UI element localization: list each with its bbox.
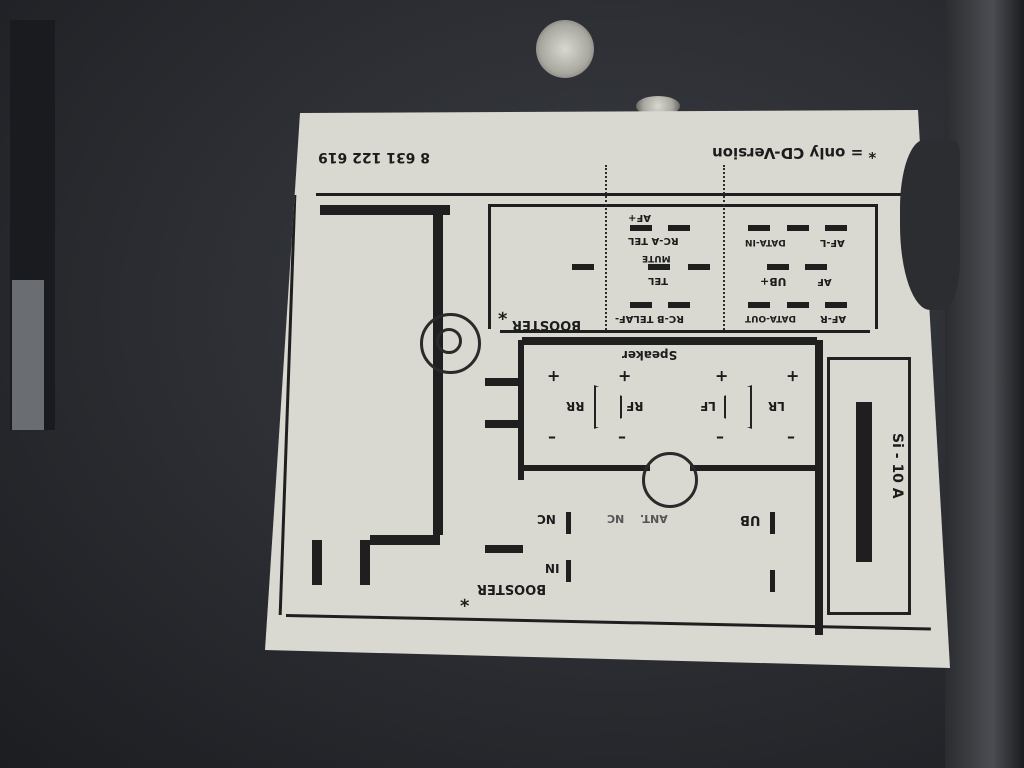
part-number: 8 631 122 619 <box>318 149 431 165</box>
screw-ring <box>420 313 481 374</box>
plus-sign: + <box>547 367 561 386</box>
pin <box>787 225 809 231</box>
nc-label: NC <box>607 512 625 525</box>
left-block-leg <box>312 540 322 585</box>
speaker-mid-border <box>520 465 650 471</box>
torn-corner <box>900 140 960 310</box>
power-pin <box>770 512 775 534</box>
speaker-lf: LF <box>700 399 716 413</box>
asterisk: * <box>460 589 470 610</box>
asterisk: * <box>498 302 508 323</box>
pin <box>825 302 847 308</box>
nc-label: NC <box>537 512 556 526</box>
pin <box>748 302 770 308</box>
tel-label: TEL <box>648 275 669 286</box>
data-out-label: DATA-OUT <box>745 313 796 323</box>
frame-bottom <box>285 614 931 631</box>
right-bracket <box>945 0 1024 768</box>
ub-label: UB <box>740 512 761 527</box>
minus-sign: – <box>716 429 724 448</box>
speaker-icon <box>724 385 752 429</box>
pin <box>668 225 690 231</box>
pin <box>688 264 710 270</box>
side-tab <box>485 378 523 386</box>
pin <box>630 225 652 231</box>
fuse-label: Si - 10 A <box>889 433 905 499</box>
data-in-label: DATA-IN <box>745 237 786 247</box>
left-bracket-highlight <box>12 280 44 430</box>
connector-top-border <box>488 204 878 207</box>
power-pin <box>770 570 775 592</box>
pin <box>748 225 770 231</box>
speaker-rf: RF <box>626 399 644 413</box>
cd-version-note: * = only CD-Version <box>712 144 877 162</box>
side-tab <box>485 545 523 553</box>
connector-right-border <box>875 204 878 329</box>
in-label: IN <box>545 561 560 575</box>
plus-sign: + <box>786 367 800 386</box>
plus-sign: + <box>618 367 632 386</box>
af-r-label: AF-R <box>820 313 847 324</box>
pin <box>787 302 809 308</box>
speaker-rr: RR <box>566 399 585 413</box>
plus-sign: + <box>715 367 729 386</box>
speaker-right-border <box>815 340 823 635</box>
pin <box>825 225 847 231</box>
divider-dotted <box>723 165 725 330</box>
mounting-hole <box>636 96 680 116</box>
minus-sign: – <box>618 429 626 448</box>
mute-label: MUTE <box>642 253 671 263</box>
left-block-top <box>320 205 450 215</box>
pin <box>805 264 827 270</box>
speaker-icon <box>594 385 622 429</box>
side-tab <box>485 420 523 428</box>
divider-dotted <box>605 165 607 330</box>
booster-label: BOOSTER <box>512 317 582 332</box>
screw-ring-inner <box>436 328 462 354</box>
speaker-top-border <box>522 337 817 345</box>
rcb-telaf-label: RC-B TELAF- <box>615 313 684 324</box>
pin <box>630 302 652 308</box>
speaker-mid-border <box>690 465 815 471</box>
speaker-lr: LR <box>768 399 785 413</box>
fuse-box <box>827 357 911 615</box>
left-block-bottom <box>370 535 440 545</box>
power-pin <box>566 560 571 582</box>
pin <box>648 264 670 270</box>
ant-label: ANT. <box>640 512 668 525</box>
af-plus-label: AF+ <box>628 212 651 223</box>
speaker-title: Speaker <box>622 348 678 362</box>
screw-ring <box>642 452 698 508</box>
pin <box>668 302 690 308</box>
connector-bottom-border <box>500 330 870 333</box>
minus-sign: – <box>787 429 795 448</box>
af-l-label: AF-L <box>820 237 845 248</box>
left-block-leg <box>360 540 370 585</box>
rca-tel-label: RC-A TEL <box>628 235 679 246</box>
speaker-left-border <box>518 340 524 480</box>
pin <box>767 264 789 270</box>
pin <box>572 264 594 270</box>
ub-plus-label: UB+ <box>760 275 787 288</box>
connector-left-border <box>488 204 491 329</box>
mounting-hole <box>536 20 594 78</box>
frame-top <box>316 193 916 196</box>
af-label: AF <box>817 276 832 287</box>
fuse-bar <box>856 402 872 562</box>
power-pin <box>566 512 571 534</box>
booster-label: BOOSTER <box>477 581 547 596</box>
frame-left <box>278 195 297 615</box>
minus-sign: – <box>548 429 556 448</box>
